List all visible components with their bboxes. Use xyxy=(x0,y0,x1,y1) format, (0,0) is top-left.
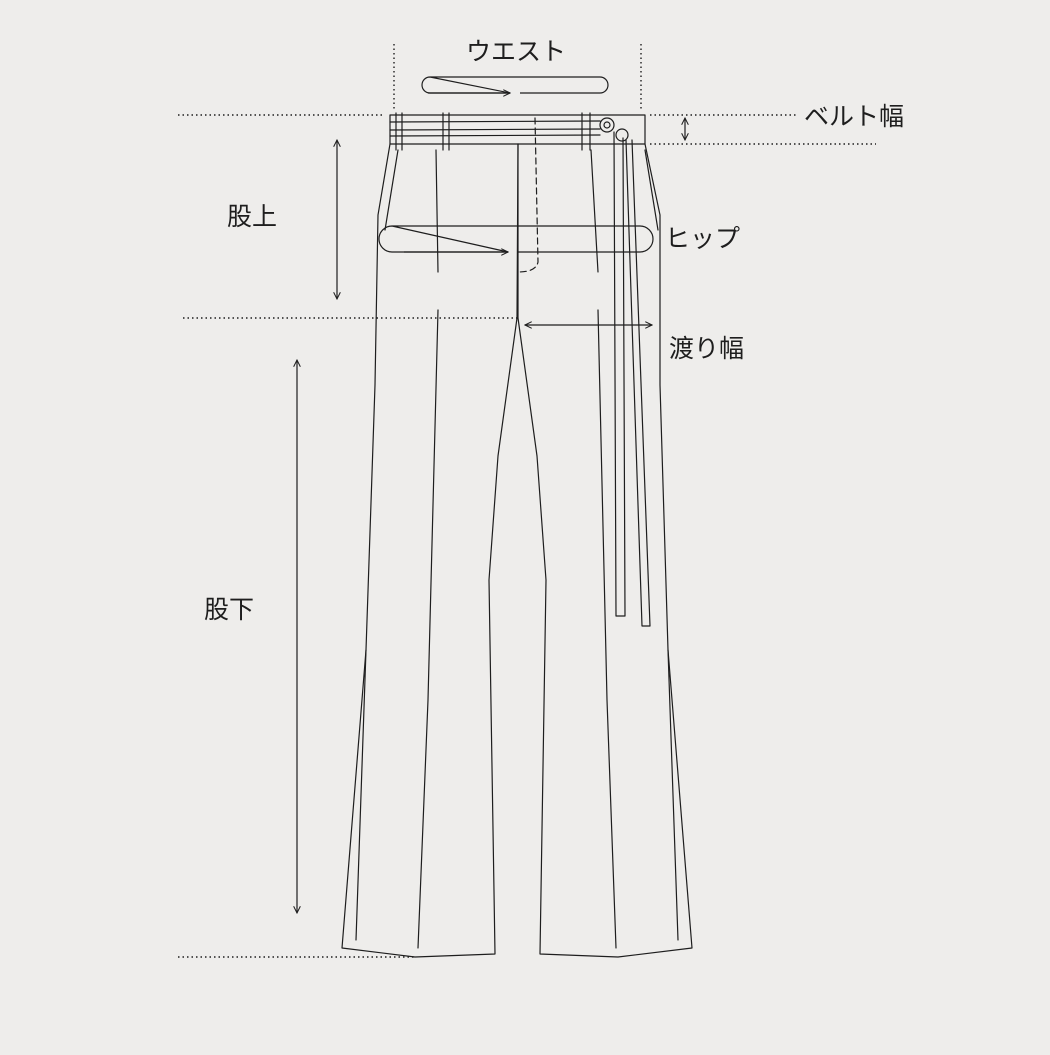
left-pocket-line xyxy=(384,149,399,231)
guide-lines xyxy=(178,44,876,958)
right-pocket-line xyxy=(644,149,659,231)
hip-measure xyxy=(378,225,654,253)
pants-illustration xyxy=(341,112,693,958)
belt-loop xyxy=(442,112,450,151)
hip-capsule xyxy=(378,225,654,253)
hem-line xyxy=(667,649,679,941)
right-crease xyxy=(590,149,599,273)
belt-width-label: ベルト幅 xyxy=(804,102,904,131)
belt-strap xyxy=(389,120,601,137)
inseam-label: 股下 xyxy=(204,595,254,624)
belt-loop xyxy=(395,112,403,151)
rise-label: 股上 xyxy=(227,202,277,231)
waist-label: ウエスト xyxy=(466,37,566,66)
belt-ring xyxy=(599,117,615,133)
hem-line xyxy=(355,649,367,941)
belt-loop xyxy=(581,112,591,151)
pants-outline-left xyxy=(341,143,519,958)
pants-outline-right xyxy=(517,143,693,958)
belt-ring xyxy=(603,121,611,129)
thigh-label: 渡り幅 xyxy=(669,334,744,363)
belt-ring xyxy=(615,128,629,142)
hip-label: ヒップ xyxy=(665,224,740,253)
belt-tail xyxy=(625,139,651,627)
belt-tail xyxy=(613,131,626,617)
fly-stitch xyxy=(517,117,539,273)
waist-measure xyxy=(421,76,609,94)
left-crease xyxy=(417,309,439,949)
right-crease xyxy=(597,309,617,949)
left-crease xyxy=(435,149,439,273)
waist-capsule xyxy=(421,76,609,94)
